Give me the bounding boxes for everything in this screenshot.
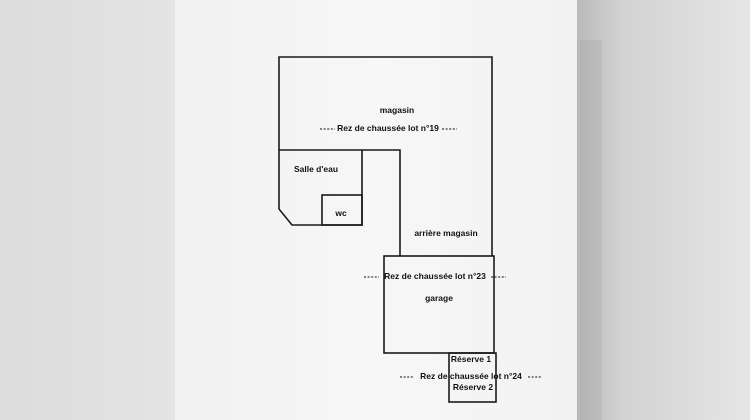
- reserve-wall: [448, 352, 497, 403]
- label-garage: garage: [425, 293, 453, 303]
- right-background: [577, 0, 750, 420]
- paper-sheet: [175, 0, 577, 420]
- right-shadow-strip: [580, 40, 602, 420]
- label-wc: wc: [334, 208, 347, 218]
- label-lot-19: Rez de chaussée lot n°19: [337, 123, 439, 133]
- magasin-outer-wall: [278, 56, 493, 256]
- label-lot-23: Rez de chaussée lot n°23: [384, 271, 486, 281]
- label-reserve-1: Réserve 1: [451, 354, 491, 364]
- label-salle-deau: Salle d'eau: [294, 164, 338, 174]
- garage-wall: [383, 255, 495, 354]
- left-background: [0, 0, 175, 420]
- wc-wall: [321, 194, 363, 226]
- label-magasin: magasin: [380, 105, 415, 115]
- salle-deau-wall: [278, 150, 363, 226]
- label-lot-24: Rez de chaussée lot n°24: [420, 371, 522, 381]
- arriere-magasin-inner-wall: [279, 149, 401, 256]
- label-arriere-magasin: arrière magasin: [414, 228, 477, 238]
- label-reserve-2: Réserve 2: [453, 382, 493, 392]
